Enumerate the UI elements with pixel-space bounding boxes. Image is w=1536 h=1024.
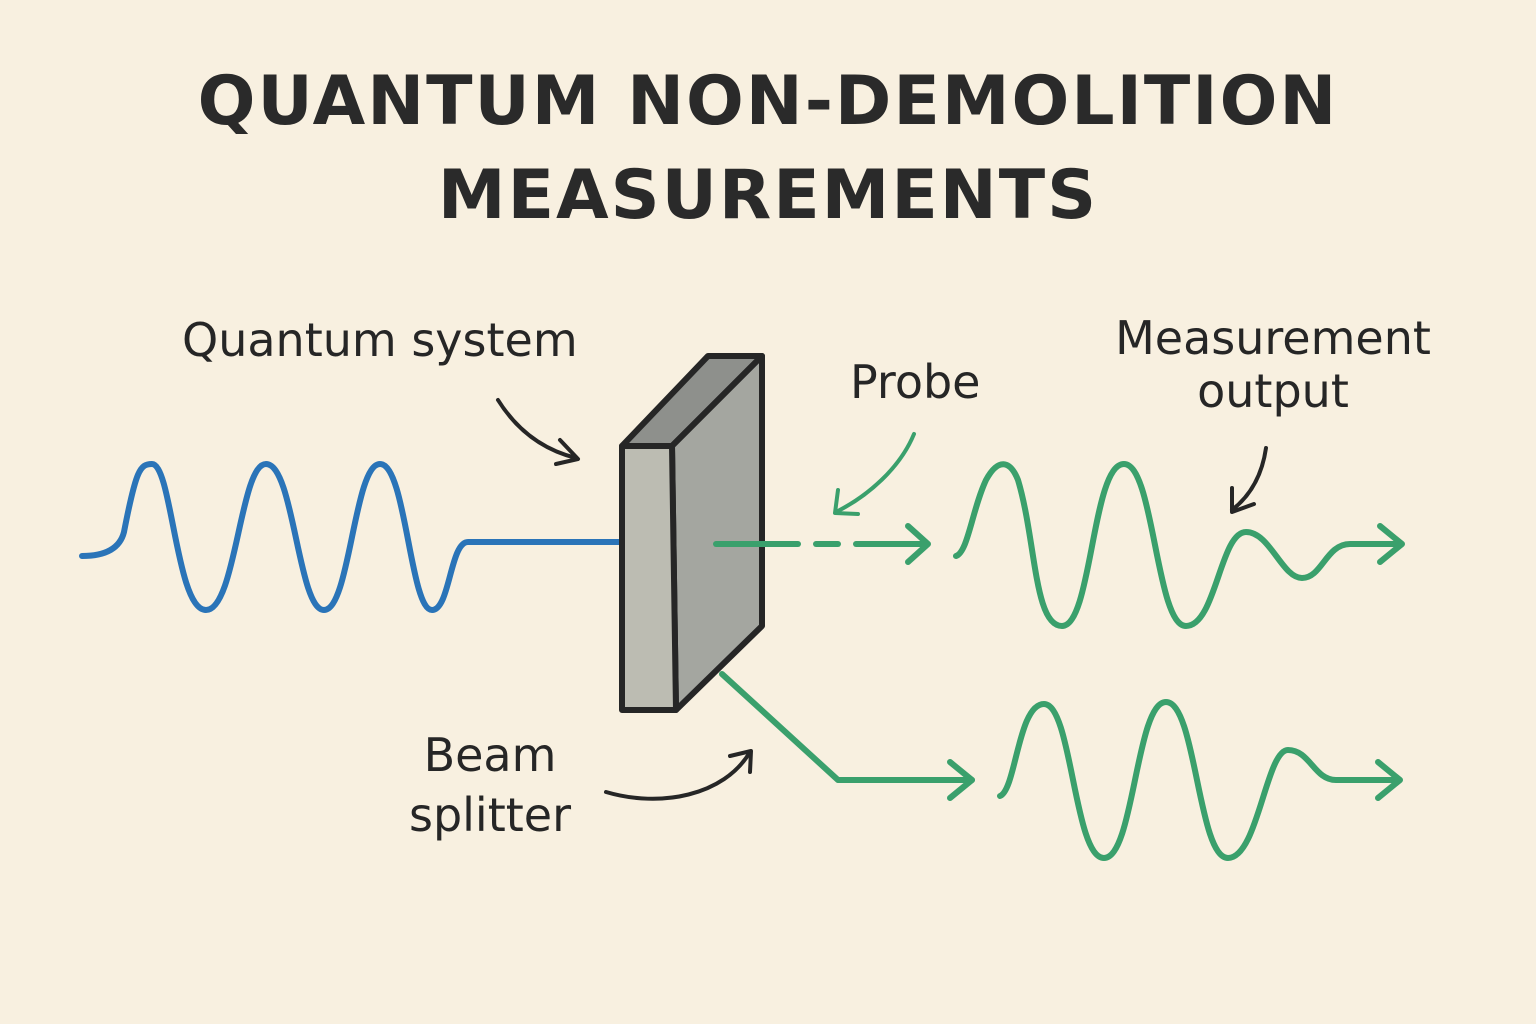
reflected-beam — [719, 671, 975, 783]
reflected-wave — [997, 699, 1401, 861]
measurement-output-pointer — [1230, 446, 1268, 514]
reflected-wave-arrowhead — [1375, 759, 1403, 801]
measurement-output-label-line2: output — [1197, 363, 1349, 418]
beam-splitter — [619, 353, 765, 713]
quantum-system-pointer — [496, 398, 580, 466]
probe-beam — [713, 523, 931, 565]
measurement-output-label-line1: Measurement — [1115, 311, 1431, 365]
probe-pointer — [833, 432, 916, 516]
probe-label: Probe — [850, 355, 981, 409]
probe-arrowhead — [905, 523, 931, 565]
measurement-output-arrowhead — [1377, 523, 1405, 565]
title-line-1: QUANTUM NON-DEMOLITION — [197, 62, 1339, 141]
input-wave — [79, 461, 627, 613]
beam-splitter-label-line2: splitter — [408, 787, 571, 842]
quantum-system-label: Quantum system — [182, 313, 578, 367]
beam-splitter-label: Beam splitter — [400, 726, 580, 846]
measurement-output-label: Measurement output — [1098, 312, 1448, 418]
reflected-beam-arrowhead — [947, 759, 975, 801]
beam-splitter-pointer — [604, 749, 753, 801]
measurement-output-wave — [953, 461, 1401, 629]
beam-splitter-label-line1: Beam — [423, 728, 557, 782]
title-line-2: MEASUREMENTS — [437, 156, 1099, 235]
beam-splitter-front — [619, 443, 679, 713]
